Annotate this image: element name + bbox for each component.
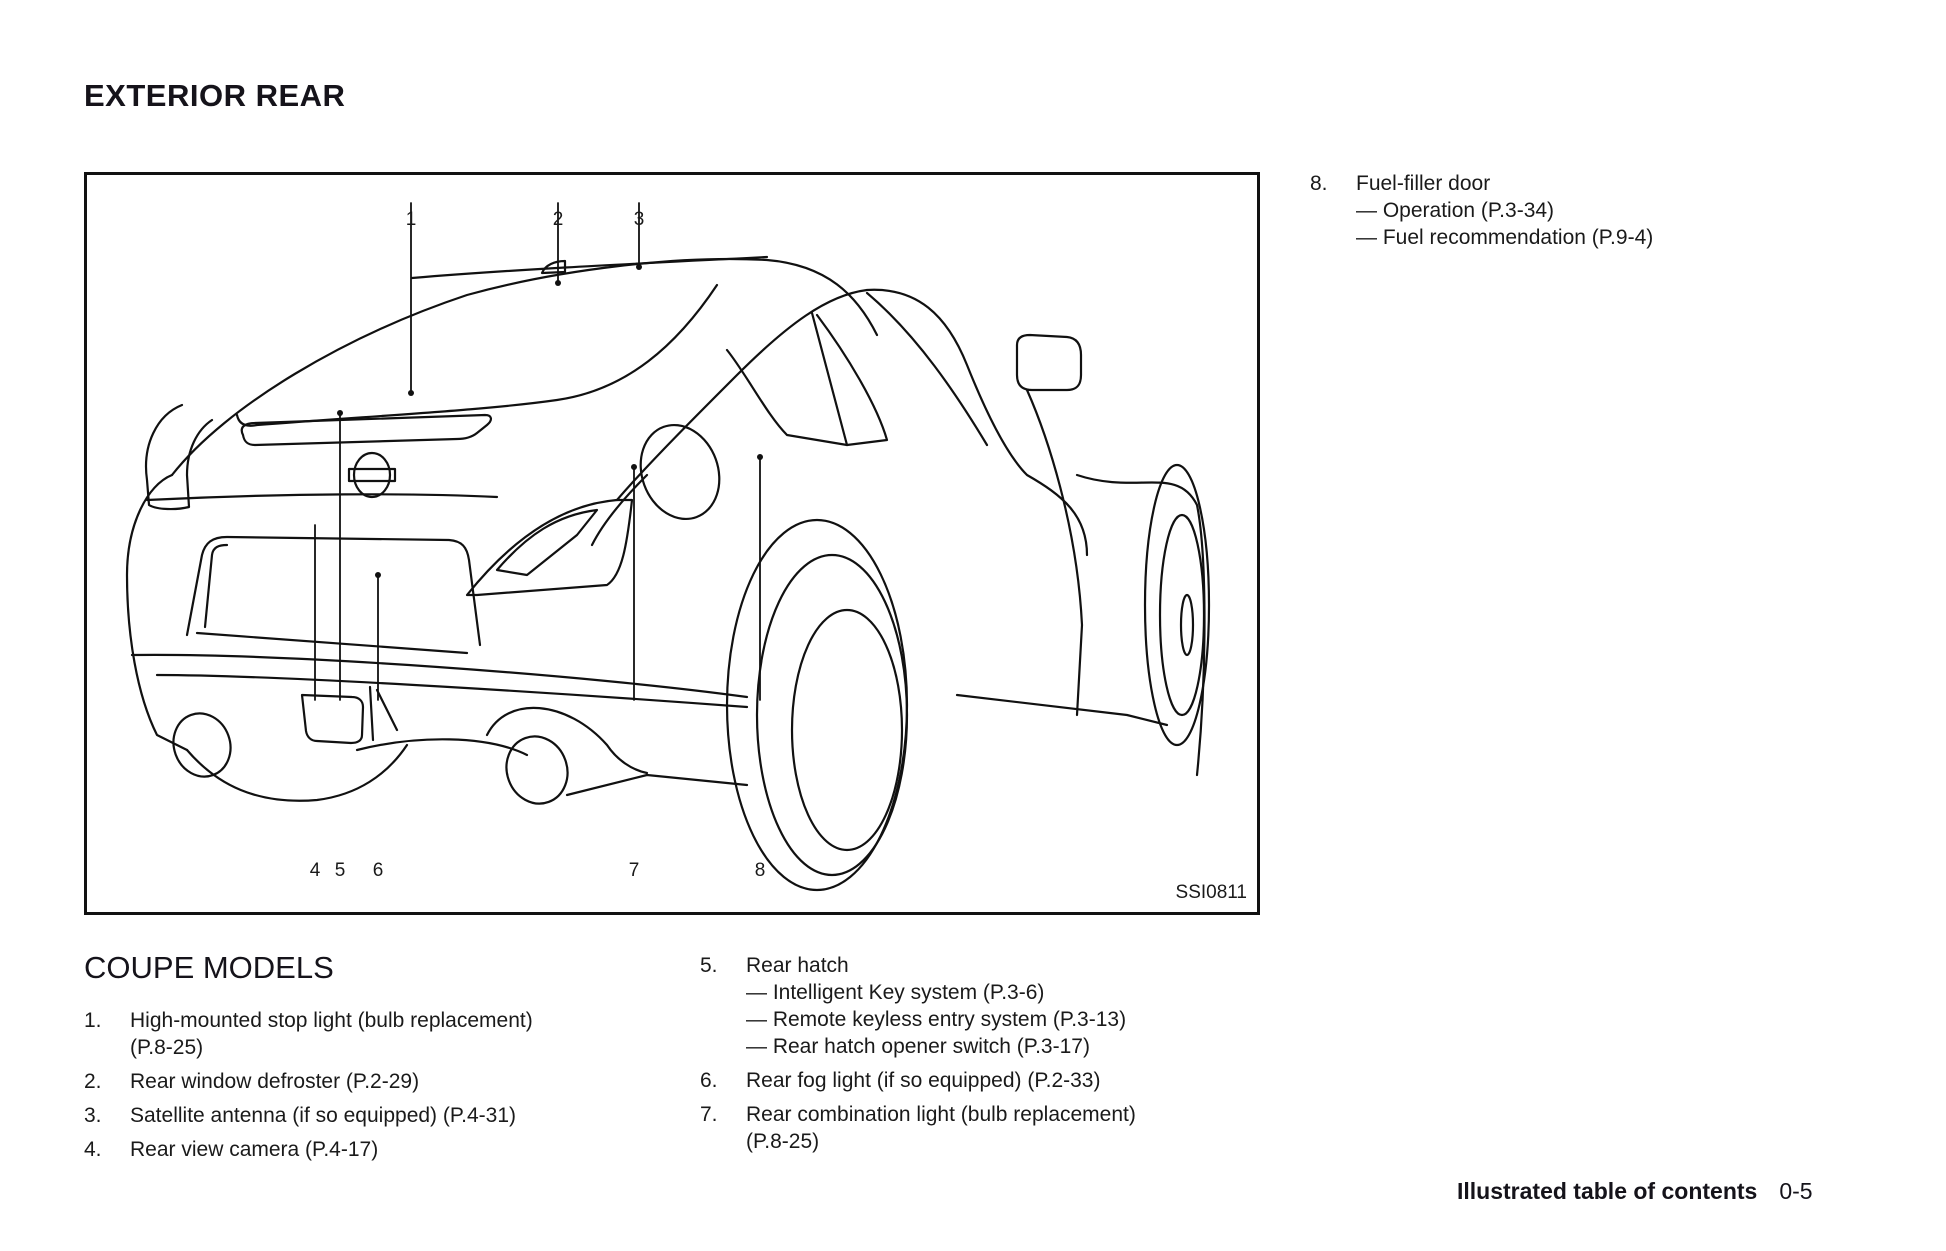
list-item-number: 8. — [1310, 172, 1328, 195]
list-item: 2. Rear window defroster (P.2-29) — [84, 1068, 644, 1095]
list-item-text: Rear fog light (if so equipped) (P.2-33) — [746, 1069, 1101, 1092]
list-item-text: Rear view camera (P.4-17) — [130, 1138, 379, 1161]
list-item-text: Fuel-filler door — [1356, 172, 1491, 195]
front-fender — [1075, 473, 1206, 777]
rear-combination-light — [465, 498, 634, 597]
car-rear-drawing — [125, 202, 1211, 892]
list-item: 8. Fuel-filler door — Operation (P.3-34) — … — [1310, 170, 1870, 251]
dot-2 — [555, 280, 561, 286]
left-tail-light — [144, 403, 214, 511]
list-item-text: Satellite antenna (if so equipped) (P.4-… — [130, 1104, 517, 1127]
list-item-text: High-mounted stop light (bulb replacemen… — [130, 1009, 533, 1032]
license-plate-recess — [185, 535, 482, 647]
satellite-antenna — [540, 259, 567, 275]
door-line — [1025, 388, 1084, 717]
list-item-subentry: (P.8-25) — [130, 1036, 204, 1059]
license-plate-inner — [203, 543, 229, 629]
list-item-number: 3. — [84, 1104, 102, 1127]
rear-fender — [615, 288, 1089, 557]
bumper-upper — [130, 653, 749, 699]
list-item: 4. Rear view camera (P.4-17) — [84, 1136, 644, 1163]
dot-6 — [375, 572, 381, 578]
roof-top-line — [410, 255, 769, 280]
hatch-line — [145, 493, 499, 502]
list-item-text: Rear combination light (bulb replacement… — [746, 1103, 1136, 1126]
page-footer: Illustrated table of contents 0-5 — [1457, 1178, 1813, 1205]
list-item-number: 7. — [700, 1103, 718, 1126]
dot-8 — [757, 454, 763, 460]
sill-line — [955, 693, 1169, 727]
callout-6: 6 — [372, 860, 384, 881]
callout-2: 2 — [552, 209, 564, 230]
list-item-number: 6. — [700, 1069, 718, 1092]
rear-wheel-tire — [755, 553, 909, 877]
list-item-number: 2. — [84, 1070, 102, 1093]
rear-window-lower-edge — [235, 283, 719, 427]
exterior-rear-illustration: 1 2 3 4 5 6 7 8 SSI0811 — [84, 172, 1260, 915]
list-item-number: 4. — [84, 1138, 102, 1161]
section-heading: COUPE MODELS — [84, 950, 334, 985]
list-item-text: Rear window defroster (P.2-29) — [130, 1070, 420, 1093]
combination-light-inner — [495, 508, 599, 577]
rear-wheel-rim — [790, 608, 904, 852]
body-left-side — [125, 473, 189, 752]
callout-8: 8 — [754, 860, 766, 881]
callout-7: 7 — [628, 860, 640, 881]
list-item: 6. Rear fog light (if so equipped) (P.2-3… — [700, 1067, 1260, 1094]
callout-5: 5 — [334, 860, 346, 881]
diffuser-left — [185, 743, 409, 802]
list-item-subentry: — Intelligent Key system (P.3-6) — [746, 981, 1045, 1004]
dot-1 — [408, 390, 414, 396]
fender-line — [590, 473, 649, 547]
exhaust-right — [505, 735, 569, 805]
callout-3: 3 — [633, 209, 645, 230]
list-item-subentry: — Rear hatch opener switch (P.3-17) — [746, 1035, 1090, 1058]
callout-4: 4 — [309, 860, 321, 881]
side-window — [725, 313, 889, 447]
nissan-emblem-bar — [347, 467, 397, 483]
list-item-subentry: — Fuel recommendation (P.9-4) — [1356, 226, 1654, 249]
rear-fog-light — [300, 693, 365, 745]
side-mirror — [1015, 333, 1083, 392]
list-item: 3. Satellite antenna (if so equipped) (P.… — [84, 1102, 644, 1129]
exhaust-right-shroud — [485, 706, 649, 775]
diffuser-center — [355, 738, 529, 757]
dot-3 — [636, 264, 642, 270]
bumper-lower — [155, 673, 749, 709]
diffuser-fin-1 — [368, 685, 375, 742]
high-mounted-stop-light — [240, 413, 492, 447]
parts-list-column-3: 8. Fuel-filler door — Operation (P.3-34) — … — [1310, 170, 1870, 258]
list-item: 7. Rear combination light (bulb replaceme… — [700, 1101, 1260, 1155]
dot-7 — [631, 464, 637, 470]
dot-5 — [337, 410, 343, 416]
list-item: 5. Rear hatch — Intelligent Key system (P.… — [700, 952, 1260, 1060]
leader-lines — [314, 202, 761, 701]
diffuser-fin-2 — [375, 688, 399, 732]
list-item-subentry: — Operation (P.3-34) — [1356, 199, 1555, 222]
license-plate-lower — [195, 631, 469, 655]
fuel-filler-door — [639, 423, 721, 521]
leader-dots — [337, 264, 763, 578]
front-wheel-outer — [1143, 463, 1211, 747]
callout-1: 1 — [405, 209, 417, 230]
footer-section-label: Illustrated table of contents — [1457, 1178, 1758, 1204]
list-item-subentry: — Remote keyless entry system (P.3-13) — [746, 1008, 1127, 1031]
list-item-subentry: (P.8-25) — [746, 1130, 820, 1153]
page-title: EXTERIOR REAR — [84, 78, 346, 113]
bumper-right-bottom — [565, 773, 749, 797]
parts-list-column-1: 1. High-mounted stop light (bulb replacem… — [84, 1007, 644, 1170]
list-item: 1. High-mounted stop light (bulb replacem… — [84, 1007, 644, 1061]
figure-id: SSI0811 — [1175, 882, 1247, 903]
page-number: 0-5 — [1779, 1178, 1813, 1204]
window-frame — [865, 291, 989, 447]
roofline — [170, 257, 879, 477]
nissan-emblem — [352, 451, 392, 499]
list-item-text: Rear hatch — [746, 954, 849, 977]
parts-list-column-2: 5. Rear hatch — Intelligent Key system (P.… — [700, 952, 1260, 1162]
front-wheel-hub — [1179, 593, 1195, 657]
list-item-number: 1. — [84, 1009, 102, 1032]
list-item-number: 5. — [700, 954, 718, 977]
rear-wheel-outer — [725, 518, 909, 892]
b-pillar — [810, 311, 849, 447]
